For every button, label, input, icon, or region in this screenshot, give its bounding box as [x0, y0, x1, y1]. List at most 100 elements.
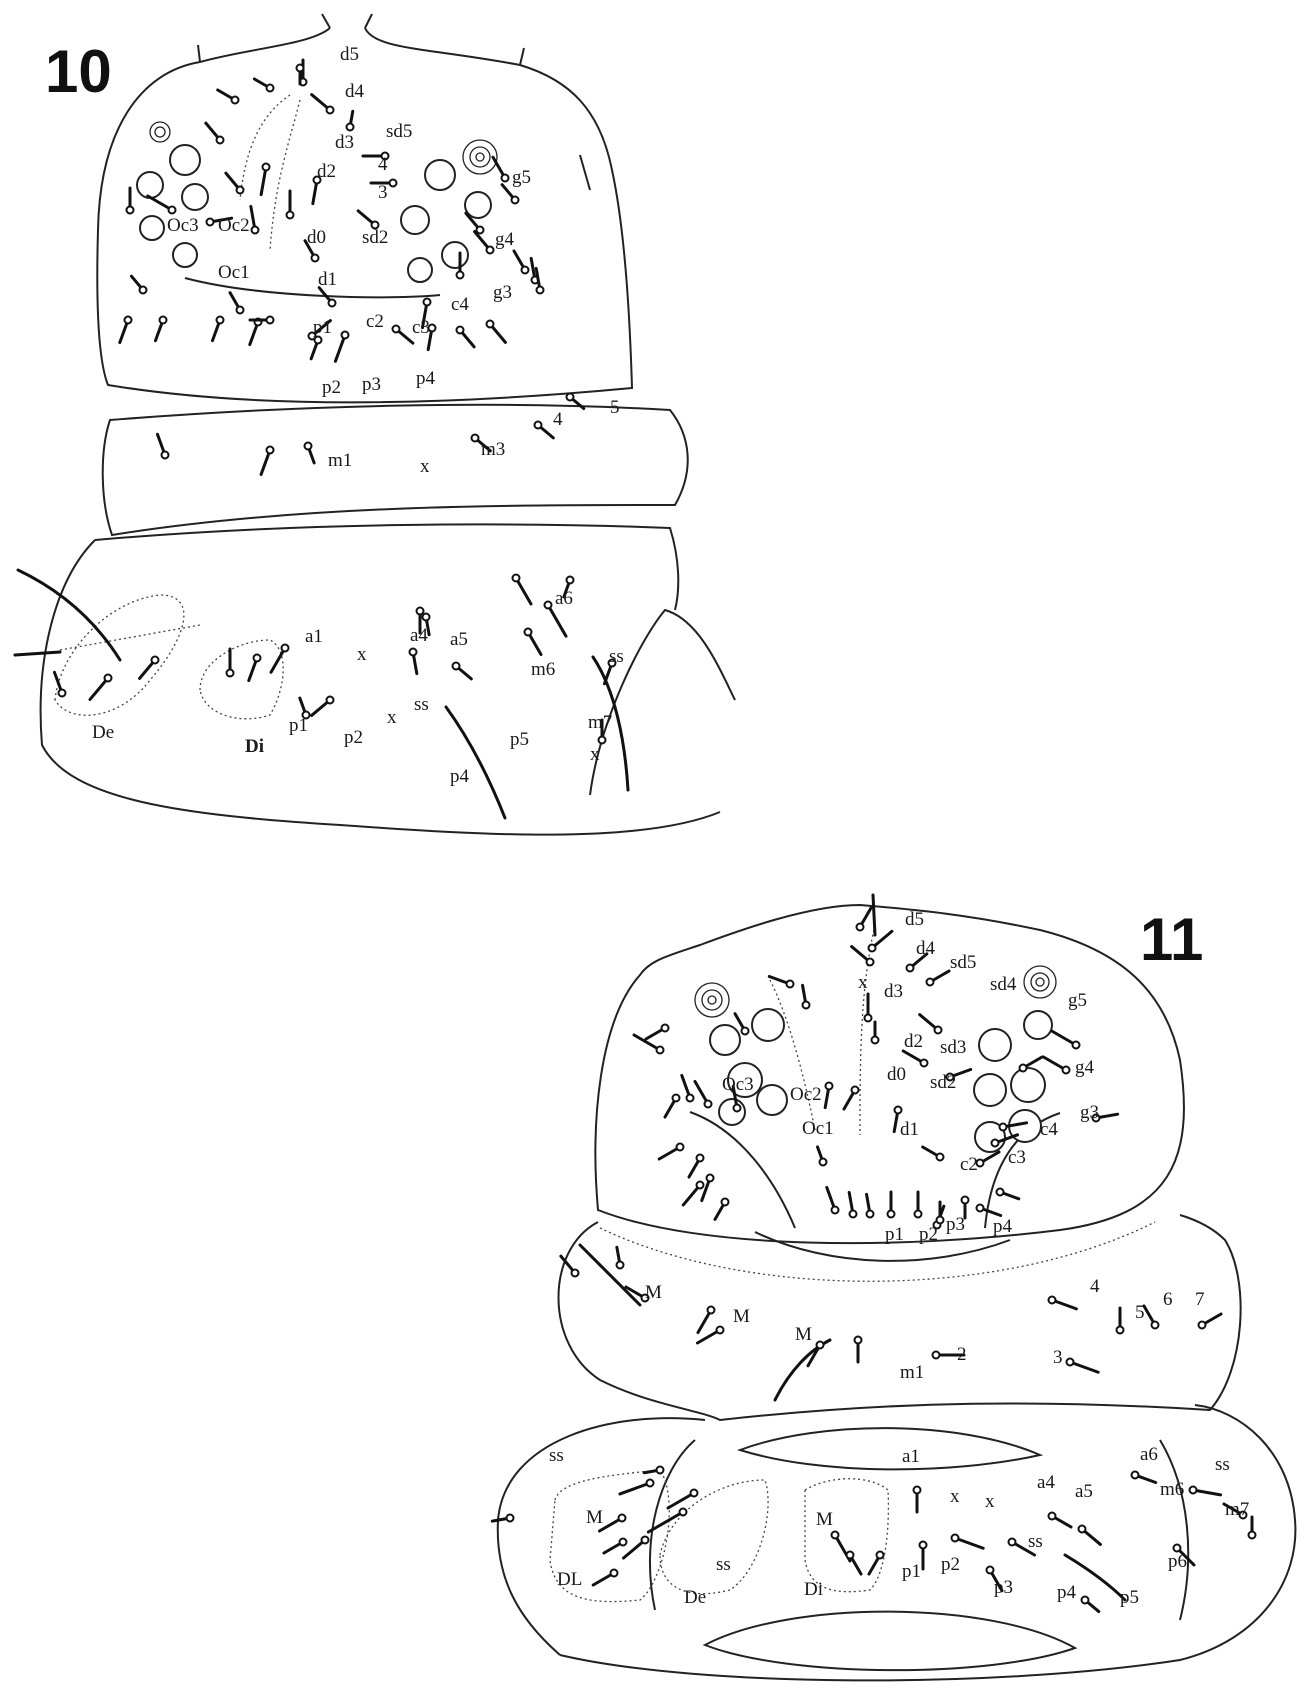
- fig10-ocellus: [400, 205, 430, 235]
- seta-socket: [570, 1268, 580, 1278]
- seta-socket: [824, 1081, 834, 1091]
- seta-socket: [660, 1023, 670, 1033]
- fig11-ocellus: [718, 1098, 746, 1126]
- fig11-label-c4: c4: [1040, 1119, 1058, 1140]
- fig11-label-a1: a1: [902, 1446, 920, 1467]
- seta-socket: [1238, 1510, 1248, 1520]
- fig11-label-p3: p3: [994, 1577, 1013, 1598]
- fig10-label-3: 3: [378, 182, 388, 203]
- seta: [1191, 1488, 1223, 1497]
- fig10-dotted-dorsal-line: [269, 99, 301, 251]
- fig11-label-a4: a4: [1037, 1472, 1055, 1493]
- seta: [146, 194, 174, 212]
- seta: [666, 1491, 696, 1510]
- fig11-label-ss-right: ss: [1215, 1454, 1230, 1475]
- fig11-label-p6: p6: [1168, 1551, 1187, 1572]
- fig11-label-p4: p4: [993, 1216, 1013, 1237]
- seta-socket: [280, 643, 290, 653]
- seta-socket: [848, 1209, 858, 1219]
- fig11-label-M3: M: [795, 1324, 812, 1345]
- seta-socket: [870, 1035, 880, 1045]
- fig10-label-g5: g5: [512, 167, 531, 188]
- seta-socket: [609, 1568, 619, 1578]
- fig11-label-x: x: [858, 972, 868, 993]
- fig11-label-p1: p1: [902, 1561, 921, 1582]
- seta-socket: [865, 1209, 875, 1219]
- seta: [269, 646, 287, 674]
- fig10-head-top-right-edge: [364, 13, 373, 29]
- fig10-ocellus: [424, 159, 456, 191]
- seta-socket: [265, 445, 275, 455]
- seta-socket: [830, 1530, 840, 1540]
- fig10-leg-bulge: [589, 608, 736, 796]
- seta-socket: [931, 1350, 941, 1360]
- fig11-thorax2-bottom: [559, 1404, 1297, 1682]
- fig11-ocellus: [709, 1024, 741, 1056]
- fig10-label-c3: c3: [412, 317, 430, 338]
- fig10-head-top-lobe-right: [364, 27, 521, 66]
- fig11-label-Oc3: Oc3: [722, 1074, 754, 1095]
- fig10-head-right-dash: [579, 154, 591, 191]
- fig10-ocellus: [139, 215, 165, 241]
- seta-socket: [265, 315, 275, 325]
- fig11-label-sd5: sd5: [950, 952, 976, 973]
- seta-socket: [123, 315, 133, 325]
- fig11-label-7: 7: [1195, 1289, 1205, 1310]
- seta-socket: [57, 688, 67, 698]
- fig10-label-p4: p4: [416, 368, 436, 389]
- fig10-thorax1-outline: [101, 403, 689, 537]
- seta-socket: [451, 661, 461, 671]
- seta: [546, 603, 568, 638]
- fig11-label-sd4: sd4: [990, 974, 1017, 995]
- fig11-DL-area: [549, 1469, 670, 1603]
- seta-socket: [818, 1157, 828, 1167]
- seta-socket: [1047, 1295, 1057, 1305]
- seta-socket: [1018, 1063, 1028, 1073]
- fig11-label-M-DL: M: [586, 1507, 603, 1528]
- seta-socket: [313, 335, 323, 345]
- seta: [259, 165, 268, 197]
- seta-socket: [990, 1138, 1000, 1148]
- fig10-label-m7: m7: [588, 712, 612, 733]
- fig11-label-g4: g4: [1075, 1057, 1095, 1078]
- seta-socket: [912, 1485, 922, 1495]
- fig10-label-p1: p1: [313, 317, 332, 338]
- seta-socket: [380, 151, 390, 161]
- seta-socket: [886, 1209, 896, 1219]
- fig11-label-x3: x: [985, 1491, 995, 1512]
- fig11-label-M1: M: [645, 1282, 662, 1303]
- seta-socket: [615, 1260, 625, 1270]
- fig11-label-3: 3: [1053, 1347, 1063, 1368]
- fig11-label-Di: Di: [804, 1579, 823, 1600]
- seta-socket: [863, 1013, 873, 1023]
- seta-socket: [845, 1550, 855, 1560]
- seta-socket: [535, 285, 545, 295]
- seta-socket: [918, 1540, 928, 1550]
- fig10-ocellus: [441, 241, 469, 269]
- fig11-thorax1-outline: [557, 1214, 1242, 1422]
- seta-socket: [345, 122, 355, 132]
- seta-socket: [1091, 1113, 1101, 1123]
- seta-socket: [295, 63, 305, 73]
- fig11-label-M2: M: [733, 1306, 750, 1327]
- fig11-setae-group: [490, 906, 1257, 1614]
- seta-socket: [427, 323, 437, 333]
- seta-socket: [505, 1513, 515, 1523]
- seta-socket: [1077, 1524, 1087, 1534]
- fig10-label-p5: p5: [510, 729, 529, 750]
- fig11-label-d4: d4: [916, 938, 936, 959]
- fig10-label-m3: m3: [481, 439, 505, 460]
- seta: [333, 333, 347, 363]
- seta-socket: [935, 1152, 945, 1162]
- seta-socket: [485, 319, 495, 329]
- seta: [1068, 1360, 1100, 1374]
- seta-socket: [1080, 1595, 1090, 1605]
- fig11-label-p4: p4: [1057, 1582, 1077, 1603]
- fig10-ocellus: [172, 242, 198, 268]
- seta-socket: [422, 297, 432, 307]
- seta-socket: [695, 1153, 705, 1163]
- seta-socket: [998, 1122, 1008, 1132]
- fig11-label-g3: g3: [1080, 1102, 1099, 1123]
- seta-socket: [475, 225, 485, 235]
